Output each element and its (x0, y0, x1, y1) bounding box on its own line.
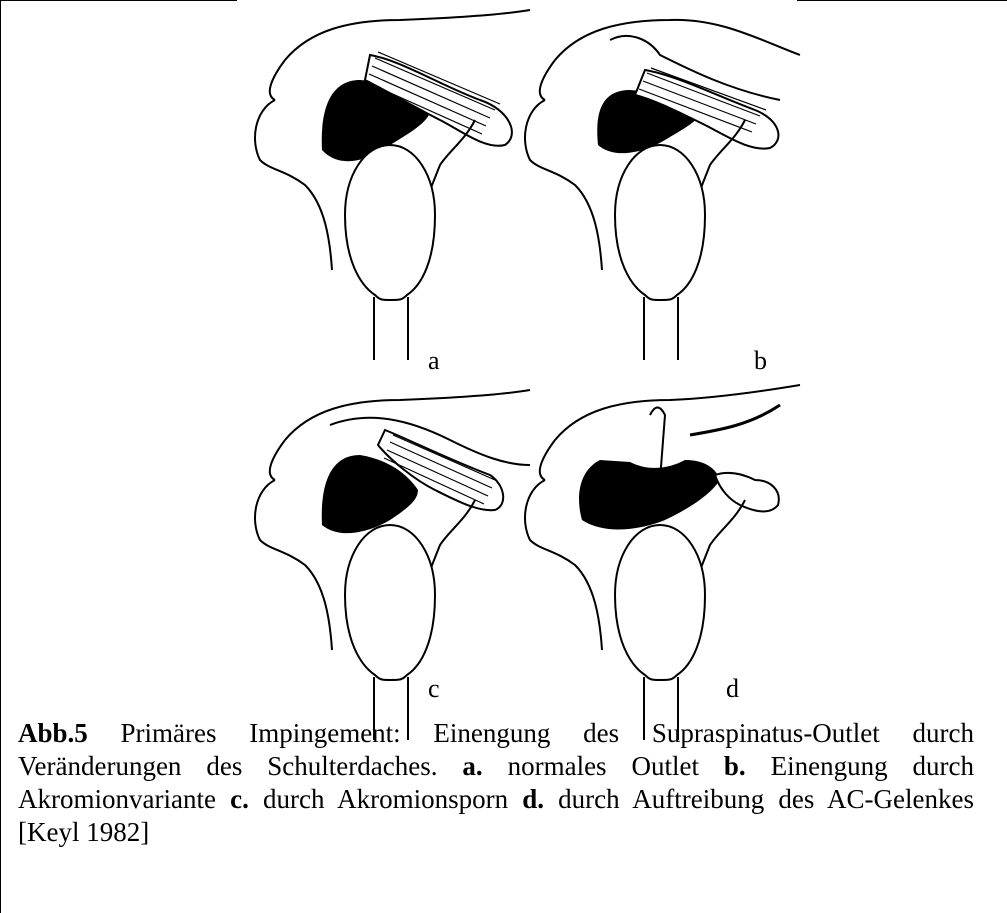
panel-label-b: b (754, 348, 767, 374)
caption-a-marker: a. (462, 751, 482, 781)
panel-b-drawing (525, 20, 800, 360)
caption-a-text: normales Outlet (483, 751, 724, 781)
panel-a-drawing (255, 10, 530, 360)
caption-b-marker: b. (724, 751, 746, 781)
panel-label-a: a (428, 348, 440, 374)
caption-c-text: durch Akromionsporn (249, 784, 522, 814)
figure-number: Abb.5 (18, 718, 88, 748)
caption-d-marker: d. (522, 784, 544, 814)
panel-d-drawing (525, 385, 800, 740)
panel-label-d: d (726, 676, 739, 702)
caption-c-marker: c. (230, 784, 249, 814)
panel-c-drawing (255, 390, 530, 740)
figure-caption: Abb.5 Primäres Impingement: Einengung de… (18, 717, 974, 849)
panel-label-c: c (428, 676, 440, 702)
